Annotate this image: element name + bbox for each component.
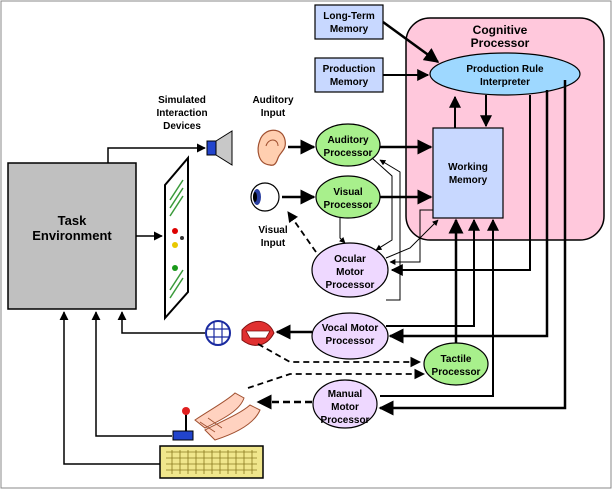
display-device-icon bbox=[164, 155, 189, 321]
speaker-icon bbox=[206, 130, 233, 166]
visual-input-label-2: Input bbox=[261, 238, 286, 249]
cognitive-processor-label-2: Processor bbox=[471, 36, 530, 50]
production-rule-interpreter-label-1: Production Rule bbox=[466, 64, 544, 75]
long-term-memory-box bbox=[314, 4, 384, 40]
cognitive-processor-label-1: Cognitive bbox=[473, 23, 528, 37]
simulated-devices-label-2: Interaction bbox=[156, 108, 207, 119]
production-memory-box bbox=[314, 57, 384, 93]
hands-icon bbox=[194, 392, 261, 441]
manual-motor-processor-label-2: Motor bbox=[331, 402, 359, 413]
visual-processor-label-1: Visual bbox=[333, 187, 362, 198]
working-memory-box bbox=[432, 127, 504, 219]
ocular-motor-processor-label-3: Processor bbox=[326, 280, 375, 291]
mouth-icon bbox=[241, 320, 275, 346]
production-memory-label-2: Memory bbox=[330, 77, 369, 88]
task-environment-label-2: Environment bbox=[32, 228, 112, 243]
ocular-motor-processor bbox=[311, 242, 389, 298]
manual-motor-processor-label-3: Processor bbox=[321, 415, 370, 426]
tactile-processor-label-2: Processor bbox=[432, 367, 481, 378]
manual-motor-processor bbox=[312, 379, 378, 429]
vocal-motor-processor-label-1: Vocal Motor bbox=[322, 323, 379, 334]
task-environment-label-1: Task bbox=[58, 213, 87, 228]
production-rule-interpreter-label-2: Interpreter bbox=[480, 77, 530, 88]
visual-input-label-1: Visual bbox=[258, 225, 287, 236]
microphone-grid-icon bbox=[205, 320, 231, 346]
long-term-memory-label-2: Memory bbox=[330, 24, 369, 35]
auditory-input-label-1: Auditory bbox=[252, 95, 294, 106]
connection-arrows bbox=[59, 20, 567, 465]
working-memory-label-1: Working bbox=[448, 162, 488, 173]
working-memory-label-2: Memory bbox=[449, 175, 488, 186]
joystick-icon bbox=[172, 407, 194, 441]
production-rule-interpreter bbox=[429, 52, 581, 96]
vocal-motor-processor-label-2: Processor bbox=[326, 336, 375, 347]
auditory-processor bbox=[315, 123, 381, 167]
simulated-devices-label-1: Simulated bbox=[158, 95, 206, 106]
production-memory-label-1: Production bbox=[323, 64, 376, 75]
ocular-motor-processor-label-1: Ocular bbox=[334, 254, 366, 265]
simulated-devices-label-3: Devices bbox=[163, 121, 201, 132]
visual-processor-label-2: Processor bbox=[324, 200, 373, 211]
tactile-processor-label-1: Tactile bbox=[441, 354, 472, 365]
auditory-input-label-2: Input bbox=[261, 108, 286, 119]
manual-motor-processor-label-1: Manual bbox=[328, 389, 363, 400]
eye-icon bbox=[250, 182, 280, 212]
auditory-processor-label-2: Processor bbox=[324, 148, 373, 159]
ocular-motor-processor-label-2: Motor bbox=[336, 267, 364, 278]
task-environment-box bbox=[7, 162, 137, 310]
ear-icon bbox=[257, 129, 286, 166]
keyboard-icon bbox=[159, 445, 264, 479]
vocal-motor-processor bbox=[311, 312, 389, 360]
long-term-memory-label-1: Long-Term bbox=[323, 11, 375, 22]
auditory-processor-label-1: Auditory bbox=[327, 135, 369, 146]
